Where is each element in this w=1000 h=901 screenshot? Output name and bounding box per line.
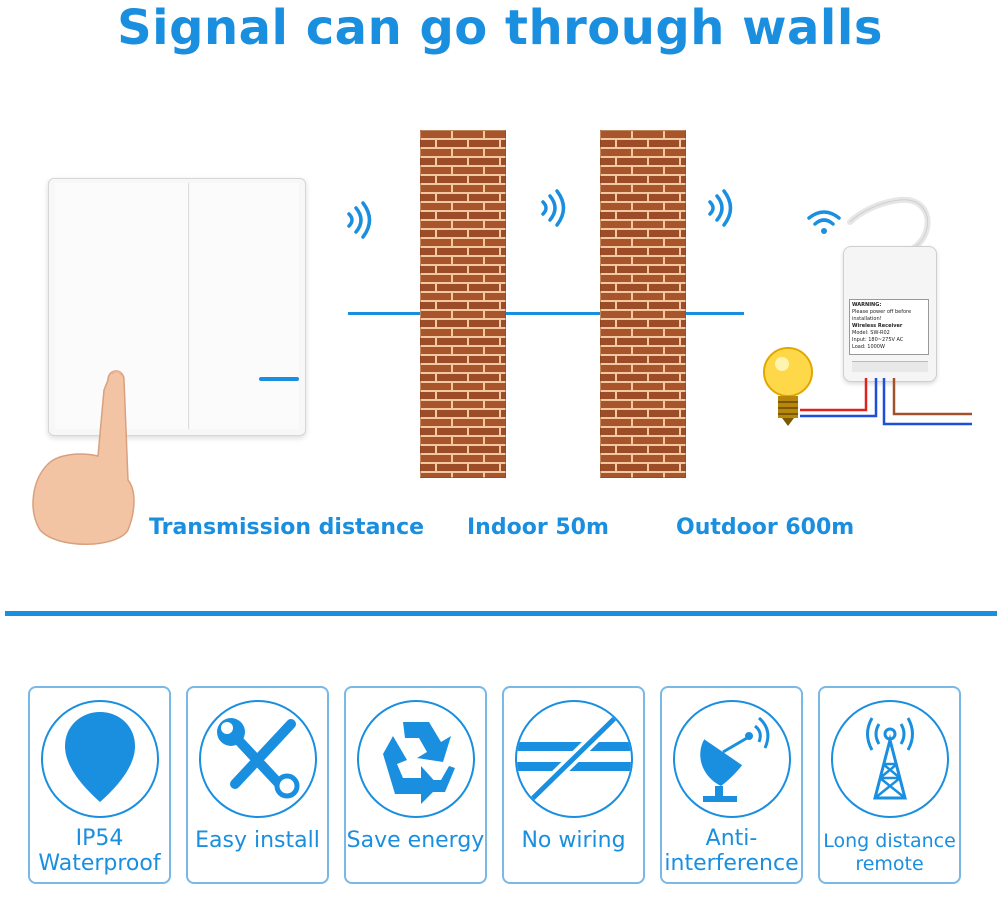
signal-wave-icon xyxy=(347,201,372,239)
finger-hand-image xyxy=(32,370,135,545)
brick-wall-2 xyxy=(600,130,686,478)
feature-label: IP54 Waterproof xyxy=(30,826,169,876)
water-drop-icon xyxy=(65,712,135,802)
receiver-warning-text: Please power off before installation! xyxy=(852,309,912,322)
signal-line-3 xyxy=(686,312,744,315)
wifi-icon xyxy=(807,210,841,234)
receiver-model: Model: SW-R02 xyxy=(852,330,890,336)
feature-card-easy-install: Easy install xyxy=(186,686,329,884)
switch-key-right xyxy=(190,183,299,429)
feature-card-save-energy: Save energy xyxy=(344,686,487,884)
receiver-load: Load: 1000W xyxy=(852,344,885,350)
signal-line-2 xyxy=(505,312,627,315)
switch-indicator-light xyxy=(259,377,299,381)
signal-line-1 xyxy=(348,312,444,315)
feature-icon-circle xyxy=(357,700,475,818)
receiver-name: Wireless Receiver xyxy=(852,323,903,329)
caption-outdoor: Outdoor 600m xyxy=(676,515,855,540)
feature-icon-circle xyxy=(831,700,949,818)
caption-transmission: Transmission distance xyxy=(149,515,425,540)
feature-label-line1: Long distance xyxy=(823,830,956,852)
feature-card-anti-interference: Anti- interference xyxy=(660,686,803,884)
feature-label: Anti- interference xyxy=(662,826,801,876)
feature-icon-circle xyxy=(199,700,317,818)
receiver-label: WARNING: Please power off before install… xyxy=(849,299,929,355)
feature-label: No wiring xyxy=(504,828,643,854)
receiver-terminals xyxy=(852,361,928,372)
feature-label: Easy install xyxy=(188,828,327,854)
receiver-input: Input: 180~275V AC xyxy=(852,337,904,343)
brick-wall-1 xyxy=(420,130,506,478)
feature-label-line2: Waterproof xyxy=(38,851,161,876)
light-bulb-icon xyxy=(763,347,813,426)
feature-label-line1: Anti- xyxy=(705,826,758,851)
feature-label-line1: Save energy xyxy=(346,828,485,853)
feature-label: Long distance remote xyxy=(820,830,959,876)
feature-card-waterproof: IP54 Waterproof xyxy=(28,686,171,884)
feature-label-line2: remote xyxy=(855,853,924,875)
power-wires xyxy=(800,378,972,426)
satellite-dish-icon xyxy=(700,716,770,802)
feature-label-line1: Easy install xyxy=(195,828,320,853)
recycle-icon xyxy=(383,722,455,804)
signal-wave-icon xyxy=(541,189,566,227)
feature-icon-circle xyxy=(41,700,159,818)
section-divider xyxy=(5,611,997,616)
no-wiring-icon xyxy=(517,707,631,811)
feature-label-line1: No wiring xyxy=(521,828,626,853)
feature-card-long-distance: Long distance remote xyxy=(818,686,961,884)
feature-label-line1: IP54 xyxy=(75,826,124,851)
signal-wave-icon xyxy=(708,189,733,227)
page-title: Signal can go through walls xyxy=(117,0,883,56)
feature-card-no-wiring: No wiring xyxy=(502,686,645,884)
caption-indoor: Indoor 50m xyxy=(467,515,609,540)
feature-label-line2: interference xyxy=(664,851,799,876)
feature-icon-circle xyxy=(673,700,791,818)
signal-tower-icon xyxy=(866,717,914,800)
wall-switch xyxy=(48,178,306,436)
feature-icon-circle xyxy=(515,700,633,818)
tools-icon xyxy=(217,718,300,799)
wireless-receiver: WARNING: Please power off before install… xyxy=(843,246,937,382)
receiver-warning: WARNING: xyxy=(852,302,882,308)
feature-label: Save energy xyxy=(346,828,485,854)
